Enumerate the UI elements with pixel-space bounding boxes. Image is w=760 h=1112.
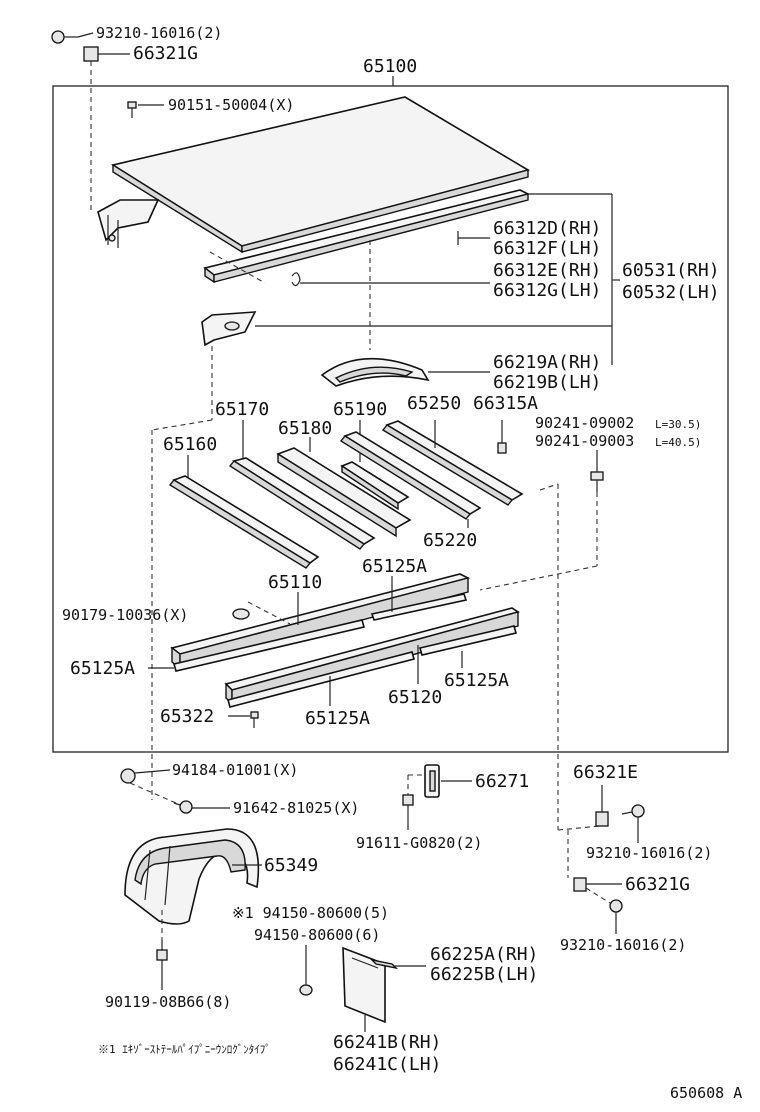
label-65125A-right: 65125A <box>444 670 509 691</box>
label-65349: 65349 <box>264 855 318 876</box>
bracket-66271 <box>424 764 440 798</box>
label-65110: 65110 <box>268 572 322 593</box>
label-66321E: 66321E <box>573 762 638 783</box>
label-90241-09002-len: L=30.5) <box>655 418 701 431</box>
side-rail-60531 <box>203 189 531 284</box>
label-94150-80600-5: ※1 94150-80600(5) <box>232 904 389 922</box>
mudflap-66241 <box>342 946 386 1024</box>
label-60532: 60532(LH) <box>622 282 720 303</box>
hinge-bracket-left <box>97 199 160 248</box>
label-66312E: 66312E(RH) <box>493 260 601 281</box>
nut-90179 <box>232 608 250 620</box>
nut-94150 <box>299 984 313 996</box>
label-65190: 65190 <box>333 399 387 420</box>
label-66312G: 66312G(LH) <box>493 280 601 301</box>
dash-90241b <box>479 565 598 591</box>
bracket-66225 <box>369 958 399 970</box>
shim-65125A-upper <box>370 593 468 621</box>
bolt-91642 <box>173 800 193 814</box>
dash-93210-bot <box>585 887 611 904</box>
wheelhouse-66219A <box>320 357 430 387</box>
leader-93210-top <box>77 32 94 38</box>
shim-65125A-left <box>173 619 365 672</box>
label-90241-09003-len: L=40.5) <box>655 436 701 449</box>
label-65160: 65160 <box>163 434 217 455</box>
label-65250: 65250 <box>407 393 461 414</box>
label-65125A-top: 65125A <box>362 556 427 577</box>
label-94184-01001: 94184-01001(X) <box>172 761 298 779</box>
sill-65250 <box>381 420 524 506</box>
shim-65125A-right <box>419 625 517 656</box>
label-90119-08B66: 90119-08B66(8) <box>105 993 231 1011</box>
label-65100: 65100 <box>363 56 417 77</box>
label-91611-G0820: 91611-G0820(2) <box>356 834 482 852</box>
clip-66312E <box>291 272 490 287</box>
screw-90151 <box>127 101 137 118</box>
label-66241C: 66241C(LH) <box>333 1054 441 1075</box>
dash-right-long3 <box>557 825 601 831</box>
label-66225A: 66225A(RH) <box>430 944 538 965</box>
label-65120: 65120 <box>388 687 442 708</box>
bolt-90241 <box>590 471 604 492</box>
label-65170: 65170 <box>215 399 269 420</box>
nut-66321G-bottom <box>573 877 587 892</box>
sill-65190 <box>340 461 410 511</box>
label-66241B: 66241B(RH) <box>333 1032 441 1053</box>
label-90241-09002: 90241-09002 <box>535 414 634 432</box>
label-65220: 65220 <box>423 530 477 551</box>
label-66271: 66271 <box>475 771 529 792</box>
rear-fender-65349 <box>124 828 260 925</box>
label-93210-16016-mid: 93210-16016(2) <box>586 844 712 862</box>
label-65180: 65180 <box>278 418 332 439</box>
dash-left-long2 <box>151 419 213 431</box>
bed-floor-panel <box>110 96 531 254</box>
label-66315A: 66315A <box>473 393 538 414</box>
bolt-93210-top <box>51 30 78 44</box>
dash-90179 <box>247 601 291 625</box>
sill-65220 <box>339 431 482 520</box>
label-66225B: 66225B(LH) <box>430 964 538 985</box>
label-91642-81025: 91642-81025(X) <box>233 799 359 817</box>
label-65322: 65322 <box>160 706 214 727</box>
bolt-66315A <box>497 442 507 454</box>
label-66312D: 66312D(RH) <box>493 218 601 239</box>
label-66219B: 66219B(LH) <box>493 372 601 393</box>
dash-91642 <box>129 782 177 804</box>
nut-94184 <box>120 768 136 784</box>
label-94150-80600-6: 94150-80600(6) <box>254 926 380 944</box>
bolt-93210-bot <box>609 899 623 913</box>
label-footnote: ※1 ｴｷｿﾞｰｽﾄﾃｰﾙﾊﾟｲﾌﾟﾆｰｳﾝﾛｸﾞﾝﾀｲﾌﾟ <box>98 1043 271 1056</box>
label-66321G-bottom: 66321G <box>625 874 690 895</box>
label-66321G-top: 66321G <box>133 43 198 64</box>
sill-65180 <box>276 447 412 538</box>
shim-65125A-bottom <box>227 651 415 708</box>
bolt-93210-mid <box>621 804 645 818</box>
label-65125A-bottom: 65125A <box>305 708 370 729</box>
label-65125A-left: 65125A <box>70 658 135 679</box>
leader-94184 <box>134 769 171 774</box>
sill-65170 <box>228 457 376 550</box>
bolt-91611 <box>402 794 414 830</box>
dash-right-long <box>539 483 559 491</box>
label-93210-16016-bot: 93210-16016(2) <box>560 936 686 954</box>
assembly-65100-box <box>52 85 729 753</box>
label-90151-50004: 90151-50004(X) <box>168 96 294 114</box>
label-66219A: 66219A(RH) <box>493 352 601 373</box>
sill-65160 <box>168 475 320 569</box>
label-93210-16016-top: 93210-16016(2) <box>96 24 222 42</box>
label-66312F: 66312F(LH) <box>493 238 601 259</box>
dash-floor-a <box>209 251 266 284</box>
label-90241-09003: 90241-09003 <box>535 432 634 450</box>
nut-66321E <box>595 811 609 827</box>
label-60531: 60531(RH) <box>622 260 720 281</box>
bolt-65322 <box>250 711 259 728</box>
label-figure-id: 650608 A <box>670 1084 742 1102</box>
bolt-90119 <box>156 940 168 968</box>
label-90179-10036: 90179-10036(X) <box>62 606 188 624</box>
bracket-66219-small <box>201 311 257 347</box>
pin-66312D <box>457 231 490 245</box>
nut-66321G-top <box>83 46 99 62</box>
